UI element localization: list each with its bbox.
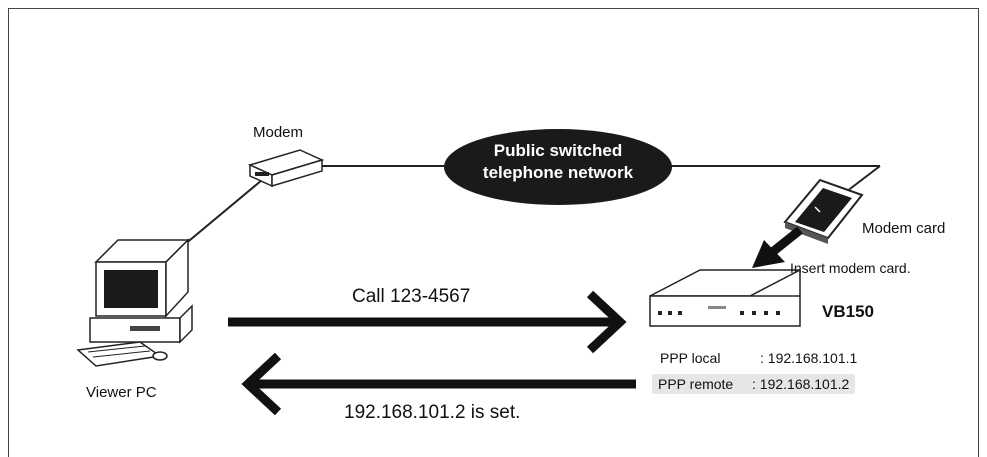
modem-card-label: Modem card — [862, 220, 946, 237]
viewer-pc-icon — [76, 238, 193, 367]
ppp-local-row: PPP local : 192.168.101.1 — [660, 350, 857, 366]
modem-card-icon — [783, 178, 864, 244]
ppp-local-key: PPP local — [660, 350, 721, 366]
diagram-frame — [8, 8, 979, 457]
network-label: Public switched telephone network — [438, 140, 678, 184]
ppp-local-value: : 192.168.101.1 — [760, 350, 858, 366]
ppp-remote-value: : 192.168.101.2 — [752, 376, 850, 392]
call-arrow — [228, 290, 627, 354]
return-arrow — [241, 352, 636, 416]
viewer-pc-label: Viewer PC — [86, 384, 157, 401]
ip-set-label: 192.168.101.2 is set. — [344, 402, 521, 423]
modem-icon — [247, 149, 325, 188]
modem-label: Modem — [253, 124, 304, 141]
call-label: Call 123-4567 — [352, 286, 471, 307]
ppp-remote-key: PPP remote — [658, 376, 734, 392]
vb150-icon — [649, 269, 801, 327]
network-label-line1: Public switched — [493, 141, 623, 160]
insert-arrow — [752, 226, 803, 268]
insert-card-label: Insert modem card. — [790, 260, 911, 276]
ppp-remote-row: PPP remote : 192.168.101.2 — [652, 374, 856, 394]
network-cloud — [444, 129, 672, 205]
network-label-line2: telephone network — [482, 163, 634, 182]
vb150-label: VB150 — [822, 302, 874, 321]
